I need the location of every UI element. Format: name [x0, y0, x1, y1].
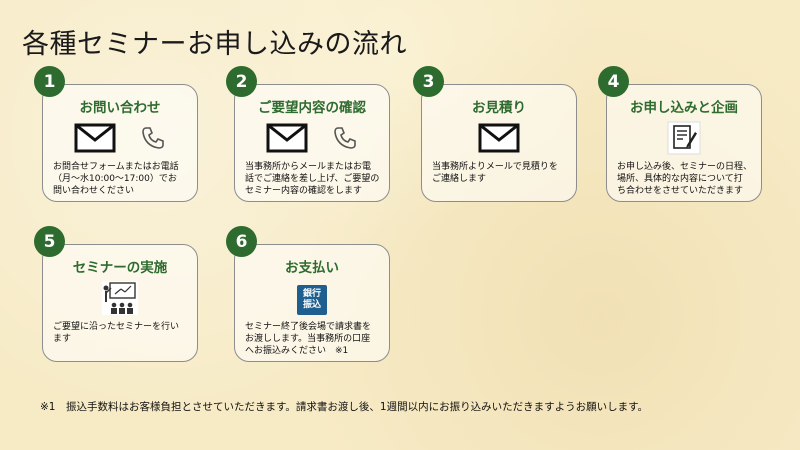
- step-card-1: お問い合わせ お問合せフォームまたはお電話 （月～水10:00～17:00）でお…: [42, 84, 198, 202]
- step-card-6: お支払い 銀行 振込 セミナー終了後会場で請求書を お渡しします。当事務所の口座…: [234, 244, 390, 362]
- step-card-3: お見積り 当事務所よりメールで見積りを ご連絡します: [421, 84, 577, 202]
- step-card-4: お申し込みと企画 お申し込み後、セミナーの日程、 場所、具体的な内容について打 …: [606, 84, 762, 202]
- step-1-description: お問合せフォームまたはお電話 （月～水10:00～17:00）でお 問い合わせく…: [53, 162, 179, 196]
- step-2-title: ご要望内容の確認: [258, 100, 366, 116]
- step-2-icons: [235, 121, 389, 159]
- step-4-icons: [607, 121, 761, 159]
- step-2-badge: 2: [226, 66, 257, 97]
- envelope-icon: [74, 123, 116, 157]
- seminar-presentation-icon: [101, 280, 139, 320]
- step-3-title: お見積り: [472, 100, 526, 116]
- step-5-description: ご要望に沿ったセミナーを行い ます: [53, 322, 180, 344]
- step-card-2: ご要望内容の確認 当事務所からメールまたはお電 話でご連絡を差し上げ、ご要望の …: [234, 84, 390, 202]
- step-1-title: お問い合わせ: [79, 100, 161, 116]
- step-3-badge: 3: [413, 66, 444, 97]
- phone-icon: [332, 125, 358, 155]
- step-2-description: 当事務所からメールまたはお電 話でご連絡を差し上げ、ご要望の セミナー内容の確認…: [245, 162, 380, 196]
- step-4-title: お申し込みと企画: [630, 100, 738, 116]
- step-4-description: お申し込み後、セミナーの日程、 場所、具体的な内容について打 ち合わせをさせてい…: [617, 162, 753, 196]
- envelope-icon: [478, 123, 520, 157]
- step-1-badge: 1: [34, 66, 65, 97]
- step-1-icons: [43, 121, 197, 159]
- step-card-5: セミナーの実施 ご要望に沿ったセミナーを行い ます: [42, 244, 198, 362]
- step-6-icons: 銀行 振込: [235, 281, 389, 319]
- step-5-icons: [43, 281, 197, 319]
- form-pen-icon: [667, 121, 701, 159]
- step-4-badge: 4: [598, 66, 629, 97]
- step-6-title: お支払い: [285, 260, 339, 276]
- phone-icon: [140, 125, 166, 155]
- footnote: ※1 振込手数料はお客様負担とさせていただきます。請求書お渡し後、1週間以内にお…: [40, 401, 649, 413]
- step-5-title: セミナーの実施: [72, 260, 168, 276]
- step-3-description: 当事務所よりメールで見積りを ご連絡します: [432, 162, 558, 184]
- step-3-icons: [422, 121, 576, 159]
- step-6-description: セミナー終了後会場で請求書を お渡しします。当事務所の口座 へお振込みください …: [245, 322, 372, 356]
- page-title: 各種セミナーお申し込みの流れ: [22, 29, 407, 60]
- envelope-icon: [266, 123, 308, 157]
- step-5-badge: 5: [34, 226, 65, 257]
- step-6-badge: 6: [226, 226, 257, 257]
- bank-transfer-icon: 銀行 振込: [297, 285, 327, 315]
